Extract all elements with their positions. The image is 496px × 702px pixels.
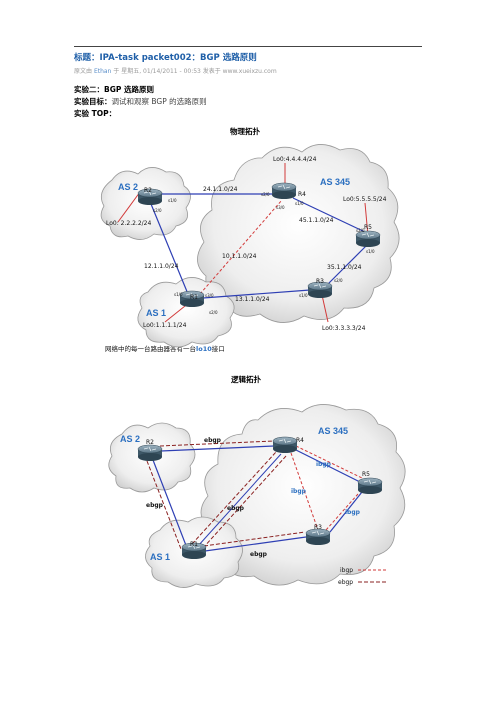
phys-name-r1: R1 (190, 294, 198, 301)
label-ebgp-r1-r4: ebgp (227, 505, 245, 512)
log-router-r5 (357, 477, 383, 495)
label-ibgp-r5-r3: ibgp (345, 509, 361, 516)
phys-name-r4: R4 (298, 191, 306, 198)
post-meta: 原文由 Ethan 于 星期五, 01/14/2011 - 00:53 发表于 … (74, 66, 277, 75)
phys-as-345: AS 345 (320, 177, 350, 187)
phys-name-r5: R5 (364, 224, 372, 231)
phys-if: s1/0 (168, 198, 177, 203)
phys-if: s1/0 (299, 293, 308, 298)
phys-net-10: 10.1.1.0/24 (222, 253, 257, 260)
page-title: 标题：IPA-task packet002：BGP 选路原则 (74, 53, 257, 63)
loopback-note: 网络中的每一台路由器各有一台lo10接口 (105, 345, 225, 353)
legend-ibgp-label: ibgp (340, 567, 353, 574)
ibgp-r4-r3 (290, 452, 319, 531)
loopback-r3 (321, 294, 329, 323)
phys-if: s2/0 (209, 310, 218, 315)
phys-net-24: 24.1.1.0/24 (203, 186, 238, 193)
legend-ebgp-label: ebgp (338, 579, 353, 586)
phys-net-35: 35.1.1.0/24 (327, 264, 362, 271)
experiment-goal: 实验目标：调试和观察 BGP 的选路原则 (74, 97, 207, 106)
logical-caption: 逻辑拓扑 (231, 375, 261, 384)
meta-suffix: 于 星期五, 01/14/2011 - 00:53 发表于 www.xueixz… (113, 68, 277, 75)
phys-if: s2/0 (334, 278, 343, 283)
ibgp-r5-r3 (325, 493, 359, 531)
log-router-r2 (137, 444, 163, 462)
ibgp-r4-r5 (295, 445, 363, 479)
log-as-1: AS 1 (150, 552, 170, 562)
link-r4-r5 (292, 197, 366, 233)
phys-if: s3/0 (276, 205, 285, 210)
phys-lo-r3: Lo0:3.3.3.3/24 (322, 325, 366, 332)
label-ibgp-r4-r5: ibgp (316, 461, 332, 468)
phys-lo-r2: Lo0: 2.2.2.2/24 (106, 220, 151, 227)
log-link-r4-r5 (293, 448, 363, 484)
ebgp-r2-r1 (146, 460, 182, 550)
loopback-r5 (364, 202, 369, 237)
physical-cloud-as345 (197, 144, 400, 323)
log-name-r5: R5 (362, 471, 370, 478)
log-name-r4: R4 (296, 437, 304, 444)
phys-lo-r5: Lo0:5.5.5.5/24 (343, 196, 387, 203)
phys-net-12: 12.1.1.0/24 (144, 263, 179, 270)
link-r2-r1 (150, 203, 189, 295)
header-rule (74, 46, 422, 47)
log-link-r1-r4 (197, 453, 282, 547)
logical-legend: ibgp ebgp (338, 567, 386, 586)
log-router-r3 (305, 528, 331, 546)
phys-net-13: 13.1.1.0/24 (235, 296, 270, 303)
router-r4 (271, 182, 297, 200)
log-name-r1: R1 (190, 541, 198, 548)
phys-if: s1/0 (366, 249, 375, 254)
label-ebgp-r1-r3: ebgp (250, 551, 268, 558)
label-ebgp-r2-r1: ebgp (146, 502, 164, 509)
phys-name-r3: R3 (316, 278, 324, 285)
router-r5 (355, 230, 381, 248)
link-r5-r3 (325, 245, 367, 287)
experiment-title: 实验二：BGP 选路原则 (74, 85, 154, 94)
phys-if: s1/0 (295, 201, 304, 206)
loopback-r2 (117, 191, 141, 223)
link-r1-r3 (202, 289, 311, 299)
log-as-345: AS 345 (318, 426, 348, 436)
phys-if: s2/0 (261, 192, 270, 197)
ebgp-r1-r4-b (202, 455, 287, 549)
log-name-r2: R2 (146, 439, 154, 446)
phys-name-r2: R2 (144, 187, 152, 194)
phys-as-2: AS 2 (118, 182, 138, 192)
log-link-r2-r4 (160, 445, 275, 452)
log-link-r5-r3 (329, 491, 363, 533)
log-router-r4 (272, 436, 298, 454)
phys-as-1: AS 1 (146, 308, 166, 318)
ebgp-r1-r4-a (191, 451, 277, 545)
author-link[interactable]: Ethan (93, 68, 112, 75)
logical-cloud-as345 (200, 404, 406, 586)
phys-if: s2/0 (153, 208, 162, 213)
phys-lo-r1: Lo0:1.1.1.1/24 (143, 322, 187, 329)
phys-lo-r4: Lo0:4.4.4.4/24 (273, 156, 317, 163)
label-ibgp-r4-r3: ibgp (291, 488, 307, 495)
link-r1-r4 (199, 199, 283, 295)
phys-if: s2/0 (356, 228, 365, 233)
phys-net-45: 45.1.1.0/24 (299, 217, 334, 224)
phys-if: s1/0 (174, 292, 183, 297)
phys-if: s3/0 (205, 293, 214, 298)
log-link-r2-r1 (152, 459, 188, 549)
label-ebgp-r2-r4: ebgp (204, 437, 222, 444)
ebgp-r2-r4 (159, 440, 275, 447)
log-name-r3: R3 (314, 524, 322, 531)
log-link-r1-r3 (204, 536, 307, 552)
experiment-top: 实验 TOP： (74, 109, 117, 118)
physical-caption: 物理拓扑 (230, 127, 260, 136)
physical-cloud-as1 (137, 277, 235, 348)
meta-prefix: 原文由 (74, 68, 93, 75)
ebgp-r1-r3 (203, 531, 306, 547)
log-as-2: AS 2 (120, 434, 140, 444)
